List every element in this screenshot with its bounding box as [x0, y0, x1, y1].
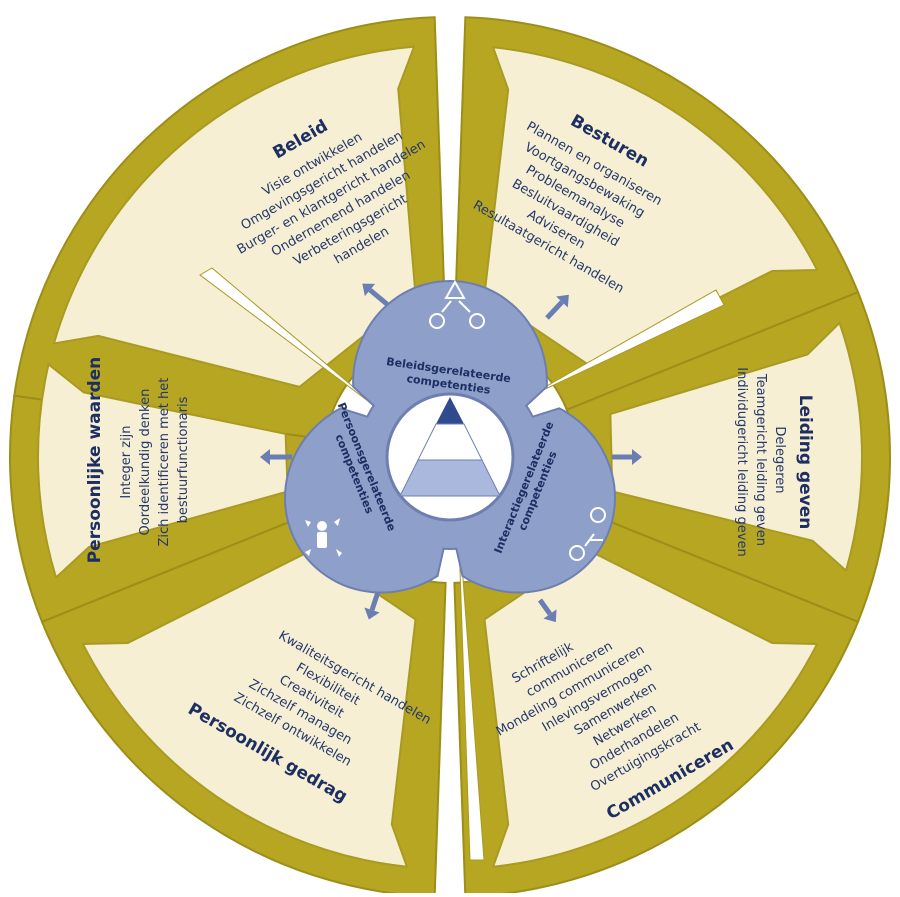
arrow-shaft: [545, 300, 564, 320]
segment-title-leiding-geven: Leiding geven: [795, 395, 815, 530]
arrow-shaft: [537, 598, 553, 616]
segment-panels: [37, 45, 863, 868]
arrow-head: [362, 283, 376, 297]
segment-title-persoonlijke-waarden: Persoonlijke waarden: [85, 357, 105, 564]
list-item: Integer zijn: [119, 425, 134, 498]
arrow-head: [260, 449, 270, 465]
light-ray: [457, 511, 485, 861]
arrow-head: [556, 294, 569, 308]
segment-leiding-geven: Leiding geven Delegeren Teamgericht leid…: [734, 367, 815, 556]
persoon-symbol-icon: [305, 518, 342, 557]
central-hub: Beleidsgerelateerde competenties Interac…: [260, 279, 642, 623]
light-ray: [521, 289, 725, 401]
list-item: Individugericht leiding geven: [734, 367, 749, 556]
segment-panel: [37, 363, 289, 579]
segment-items-persoonlijke-waarden: Integer zijn Oordeelkundig denken Zich i…: [119, 374, 191, 547]
arrow-head: [364, 607, 380, 620]
segment-panel: [52, 45, 417, 388]
list-item: Teamgericht leiding geven: [753, 373, 768, 546]
list-item: Zich identificeren met het: [157, 378, 172, 547]
list-item: Delegeren: [772, 426, 787, 493]
pyramid-base: [399, 459, 501, 497]
beleid-symbol-icon: [429, 279, 485, 329]
pyramid-top: [436, 397, 464, 424]
segment-items-leiding-geven: Delegeren Teamgericht leiding geven Indi…: [734, 367, 787, 556]
segment-panel: [483, 548, 819, 868]
arrow-shaft: [369, 591, 381, 611]
light-ray: [199, 267, 389, 417]
segment-panel: [609, 321, 863, 572]
segment-persoonlijke-waarden: Persoonlijke waarden Integer zijn Oordee…: [85, 357, 191, 564]
segment-panel: [81, 548, 417, 868]
segment-panel: [483, 46, 819, 366]
hub-arrows: [260, 283, 642, 623]
list-item: Oordeelkundig denken: [138, 389, 153, 536]
arrow-head: [632, 449, 642, 465]
arrow-head: [543, 609, 557, 623]
interactie-symbol-icon: [569, 507, 606, 561]
list-item: bestuurfunctionaris: [176, 396, 191, 523]
arrow-shaft: [368, 288, 390, 307]
